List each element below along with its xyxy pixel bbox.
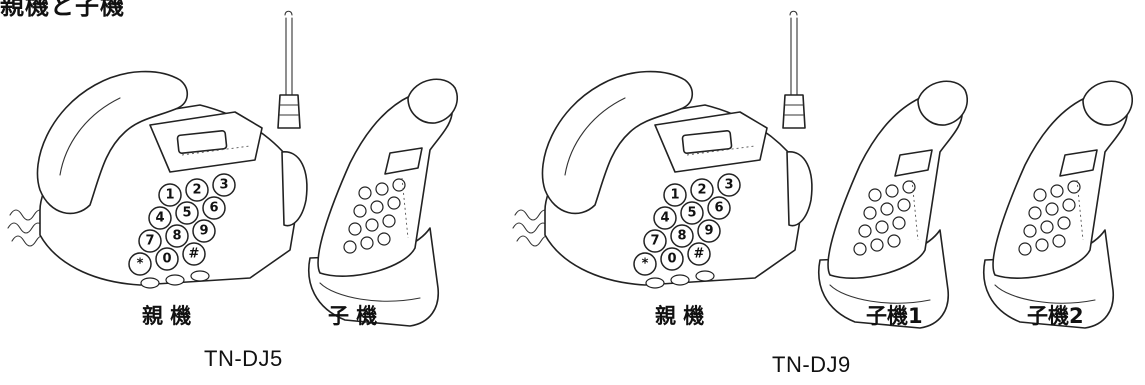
label-base-unit-1: 親 機 <box>142 304 192 328</box>
model-name-2: TN-DJ9 <box>772 352 851 377</box>
handset-1 <box>307 78 459 327</box>
base-unit-1 <box>7 10 308 289</box>
label-handset-2b: 子機2 <box>1027 304 1084 328</box>
figure-heading: 親機と子機 <box>0 0 125 20</box>
handset-2b <box>982 80 1134 329</box>
model-name-1: TN-DJ5 <box>204 346 283 371</box>
label-handset-1: 子 機 <box>328 304 378 328</box>
label-base-unit-2: 親 機 <box>655 304 705 328</box>
handset-2a <box>817 80 969 329</box>
label-handset-2a: 子機1 <box>866 304 923 328</box>
base-unit-2 <box>512 10 813 289</box>
